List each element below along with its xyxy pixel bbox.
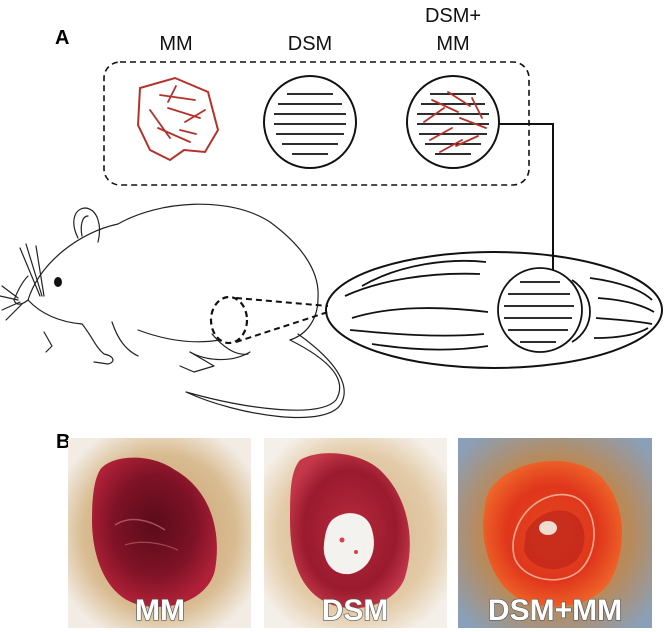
implant-arrow	[500, 123, 560, 301]
photo-label-dsm: DSM	[322, 594, 389, 627]
photo-dsm-mm: DSM+MM	[458, 438, 652, 628]
zoom-line-top	[235, 297, 329, 307]
muscle-cross-section	[325, 251, 663, 369]
implant-site-marker	[209, 295, 249, 345]
rat-illustration	[0, 203, 345, 418]
dsm-mm-scaffold-icon	[406, 75, 500, 169]
label-dsm-mm-line2: MM	[436, 33, 469, 55]
label-mm: MM	[159, 33, 192, 55]
mm-scaffold-icon	[136, 76, 220, 162]
panel-a-letter: A	[55, 27, 69, 49]
zoom-line-bottom	[235, 311, 329, 343]
panel-b-letter: B	[56, 431, 70, 453]
photo-dsm: DSM	[264, 438, 447, 628]
dsm-scaffold-icon	[263, 75, 357, 169]
label-dsm: DSM	[288, 33, 332, 55]
label-dsm-mm-line1: DSM+	[425, 5, 481, 27]
photo-mm: MM	[68, 438, 251, 628]
photo-label-dsm-mm: DSM+MM	[488, 594, 622, 627]
photo-label-mm: MM	[135, 594, 185, 627]
